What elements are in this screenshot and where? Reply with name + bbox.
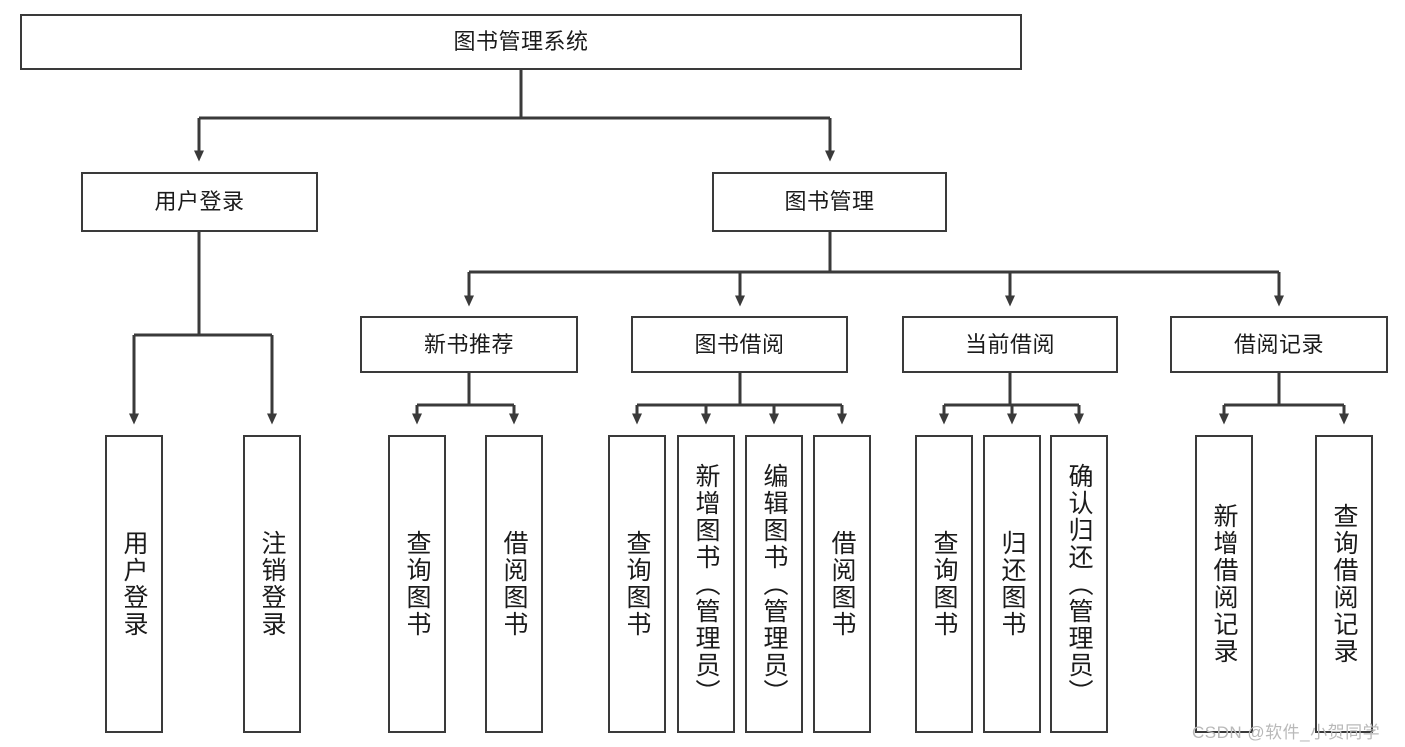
leaf-node[interactable]: 查询借阅记录 xyxy=(1315,435,1373,733)
leaf-node[interactable]: 借阅图书 xyxy=(485,435,543,733)
node-current-borrow[interactable]: 当前借阅 xyxy=(902,316,1118,373)
leaf-node-label: 查询图书 xyxy=(403,530,431,638)
node-borrow-records[interactable]: 借阅记录 xyxy=(1170,316,1388,373)
leaf-node[interactable]: 新增借阅记录 xyxy=(1195,435,1253,733)
leaf-node-label: 确认归还（管理员） xyxy=(1065,462,1093,706)
leaf-node[interactable]: 归还图书 xyxy=(983,435,1041,733)
leaf-node[interactable]: 查询图书 xyxy=(915,435,973,733)
node-borrow-records-label: 借阅记录 xyxy=(1233,331,1324,357)
leaf-node-label: 查询图书 xyxy=(623,530,651,638)
leaf-node[interactable]: 查询图书 xyxy=(388,435,446,733)
leaf-node-label: 新增图书（管理员） xyxy=(692,462,720,706)
leaf-node-label: 借阅图书 xyxy=(500,530,528,638)
leaf-node[interactable]: 注销登录 xyxy=(243,435,301,733)
node-new-book-recommend[interactable]: 新书推荐 xyxy=(360,316,578,373)
leaf-node-label: 新增借阅记录 xyxy=(1210,503,1238,665)
node-new-book-recommend-label: 新书推荐 xyxy=(423,331,514,357)
leaf-node[interactable]: 编辑图书（管理员） xyxy=(745,435,803,733)
node-user-login-label: 用户登录 xyxy=(154,189,245,215)
node-book-management[interactable]: 图书管理 xyxy=(712,172,947,232)
leaf-node-label: 用户登录 xyxy=(120,530,148,638)
leaf-node[interactable]: 新增图书（管理员） xyxy=(677,435,735,733)
leaf-node-label: 注销登录 xyxy=(258,530,286,638)
csdn-watermark: CSDN @软件_小贺同学 xyxy=(1192,723,1381,742)
leaf-node-label: 查询借阅记录 xyxy=(1330,503,1358,665)
node-user-login[interactable]: 用户登录 xyxy=(81,172,318,232)
node-root-label: 图书管理系统 xyxy=(453,29,589,55)
leaf-node-label: 借阅图书 xyxy=(828,530,856,638)
leaf-node-label: 查询图书 xyxy=(930,530,958,638)
leaf-node[interactable]: 借阅图书 xyxy=(813,435,871,733)
leaf-node-label: 归还图书 xyxy=(998,530,1026,638)
leaf-node[interactable]: 查询图书 xyxy=(608,435,666,733)
node-book-management-label: 图书管理 xyxy=(784,189,875,215)
leaf-node[interactable]: 确认归还（管理员） xyxy=(1050,435,1108,733)
leaf-node-label: 编辑图书（管理员） xyxy=(760,462,788,706)
node-book-borrow[interactable]: 图书借阅 xyxy=(631,316,848,373)
node-root[interactable]: 图书管理系统 xyxy=(20,14,1022,70)
leaf-node[interactable]: 用户登录 xyxy=(105,435,163,733)
node-current-borrow-label: 当前借阅 xyxy=(964,331,1055,357)
node-book-borrow-label: 图书借阅 xyxy=(694,331,785,357)
